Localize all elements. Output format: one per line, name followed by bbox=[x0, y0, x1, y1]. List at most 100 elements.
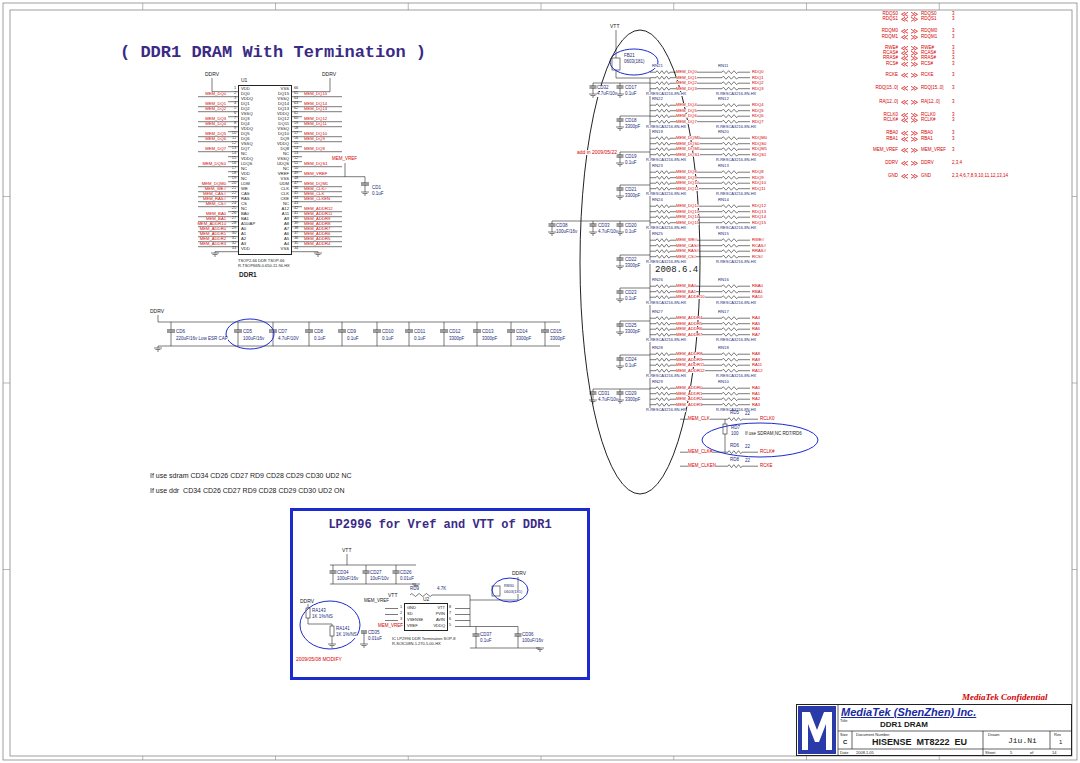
title-block-field: Date bbox=[840, 751, 848, 755]
ground-symbol bbox=[331, 647, 333, 648]
resistor-symbol bbox=[656, 333, 670, 336]
page-reference: 3 bbox=[952, 131, 955, 136]
title-block-line bbox=[838, 704, 839, 756]
resistor-symbol bbox=[722, 285, 738, 288]
net-label: MEM_ADDR12 bbox=[304, 207, 333, 211]
wire bbox=[738, 251, 750, 252]
resistor-symbol bbox=[722, 333, 738, 336]
part-number: R-RESCA3216-8N-HX bbox=[716, 301, 756, 305]
wire bbox=[215, 251, 228, 252]
wire bbox=[725, 434, 726, 452]
net-label: MEM_ADDR3 bbox=[676, 403, 702, 407]
part-number: R-RESCA3216-8N-HX bbox=[716, 260, 756, 264]
pin-name: UDM bbox=[279, 182, 289, 186]
pin-number: 20 bbox=[232, 182, 236, 186]
wire bbox=[470, 600, 518, 601]
net-label: MEM_ADDR1 bbox=[676, 392, 702, 396]
net-label: RDQS1 bbox=[921, 17, 937, 22]
component-ref: CD11 bbox=[414, 330, 425, 335]
wire bbox=[444, 322, 445, 330]
net-label: DDRV bbox=[921, 161, 934, 166]
resistor-symbol bbox=[722, 137, 738, 140]
net-label: RCAS# bbox=[752, 244, 766, 248]
capacitor-symbol bbox=[473, 634, 480, 635]
component-value: 0.1uF bbox=[314, 337, 326, 342]
net-label: MEM_DQ10 bbox=[676, 181, 699, 185]
ground-symbol bbox=[414, 585, 419, 586]
part-number: R-TSOP66N-0.650-11.94-HX bbox=[238, 264, 290, 268]
pin-name: NC bbox=[283, 202, 289, 206]
ruler-tick bbox=[673, 3, 674, 10]
resistor-symbol bbox=[722, 115, 738, 118]
wire bbox=[738, 188, 750, 189]
wire bbox=[342, 332, 343, 346]
wire bbox=[377, 332, 378, 346]
ground-symbol bbox=[211, 253, 219, 254]
resistor-symbol bbox=[656, 76, 670, 79]
pin-number: 45 bbox=[294, 192, 298, 196]
wire bbox=[650, 334, 656, 335]
pin-number: 2 bbox=[234, 92, 236, 96]
net-label: MEM_DQ3 bbox=[205, 117, 226, 121]
title-block-field: Sheet bbox=[985, 751, 995, 755]
pin-number: 46 bbox=[294, 187, 298, 191]
ground-symbol bbox=[616, 196, 624, 197]
resistor-symbol bbox=[656, 120, 670, 123]
pin-number: 60 bbox=[294, 117, 298, 121]
pin-name: CLK bbox=[281, 187, 289, 191]
wire bbox=[620, 260, 621, 266]
pin-number: 26 bbox=[232, 212, 236, 216]
ruler-tick bbox=[142, 756, 143, 760]
net-label: RCLK0 bbox=[921, 113, 936, 118]
net-label: RCLK0 bbox=[760, 417, 775, 422]
pin-name: VDDQ bbox=[241, 97, 253, 101]
resistor-symbol bbox=[722, 353, 738, 356]
net-label: RDQM0 bbox=[882, 29, 898, 34]
wire bbox=[738, 138, 750, 139]
pin-number: 28 bbox=[232, 222, 236, 226]
net-label: RA4 bbox=[752, 316, 760, 320]
net-label: RDQ11 bbox=[752, 187, 766, 191]
resistor-symbol bbox=[722, 187, 738, 190]
pin-number: 25 bbox=[232, 207, 236, 211]
component-value: 220uF/16v Low ESR CAP bbox=[176, 337, 228, 342]
resistor-symbol bbox=[656, 317, 670, 320]
ground-symbol bbox=[362, 645, 367, 646]
capacitor-symbol bbox=[617, 155, 624, 156]
wire bbox=[738, 143, 750, 144]
net-label: MEM_ADDR5 bbox=[304, 237, 330, 241]
pin-number: 7 bbox=[449, 612, 451, 616]
wire bbox=[620, 355, 650, 356]
wire bbox=[330, 565, 416, 566]
title-block-field: Document Number bbox=[856, 733, 890, 737]
component-ref: RN21 bbox=[652, 64, 663, 68]
pin-name: DQ8 bbox=[280, 147, 289, 151]
power-label: DDRV bbox=[150, 309, 164, 314]
component-value: 3300pF bbox=[625, 125, 640, 130]
wire bbox=[198, 96, 228, 97]
resistor-symbol bbox=[656, 148, 670, 151]
part-number: R-RESCA3216-8N-HX bbox=[716, 125, 756, 129]
resistor-symbol bbox=[656, 239, 670, 242]
net-label: RA[12..0] bbox=[921, 100, 940, 105]
pin-name: VDD bbox=[241, 172, 250, 176]
wire bbox=[171, 322, 172, 330]
pin-name: VREF bbox=[278, 172, 289, 176]
wire bbox=[198, 126, 228, 127]
component-ref: CD6 bbox=[176, 330, 185, 335]
wire bbox=[409, 332, 410, 346]
page-reference: 3 bbox=[952, 17, 955, 22]
resistor-symbol bbox=[656, 109, 670, 112]
ground-symbol bbox=[619, 166, 621, 167]
wire bbox=[545, 332, 546, 346]
wire bbox=[650, 121, 656, 122]
net-label: MEM_BA0 bbox=[676, 284, 696, 288]
page-reference: 3 bbox=[952, 137, 955, 142]
capacitor-symbol bbox=[617, 258, 624, 259]
title-block-field: 14 bbox=[1052, 751, 1056, 755]
wire bbox=[477, 322, 478, 330]
pin-number: 1 bbox=[400, 606, 402, 610]
part-number: R-RESCA3216-8N-HX bbox=[716, 226, 756, 230]
component-ref: RN14 bbox=[718, 198, 729, 202]
ground-symbol bbox=[214, 256, 216, 257]
